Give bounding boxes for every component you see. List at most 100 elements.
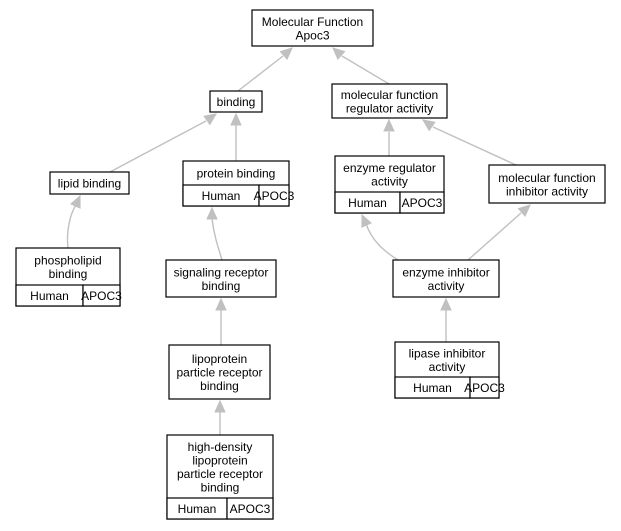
edge-line: [432, 126, 517, 166]
edge-arrowhead: [279, 47, 293, 60]
node-label-line: activity: [428, 279, 465, 293]
species-label: Human: [178, 502, 217, 516]
species-label: Human: [202, 189, 241, 203]
node-label-line: binding: [217, 95, 256, 109]
node-label-line: binding: [202, 279, 241, 293]
edge-arrowhead: [203, 113, 217, 126]
node-box: [392, 259, 500, 298]
node-label-line: activity: [429, 360, 466, 374]
node-label-line: molecular function: [498, 171, 595, 185]
edge-arrowhead: [214, 399, 226, 413]
node-label-line: phospholipid: [34, 253, 101, 267]
node-box: [331, 83, 448, 119]
node-label-line: molecular function: [341, 88, 438, 102]
node-label-line: particle receptor: [176, 366, 262, 380]
edge-lipase_inhibitor-to-enzyme_inhibitor: [440, 297, 452, 342]
node-box: [488, 164, 606, 204]
node-label-line: lipid binding: [58, 177, 121, 191]
gene-label: APOC3: [230, 502, 271, 516]
node-label-line: signaling receptor: [174, 265, 269, 279]
edge-line: [237, 55, 284, 92]
node-label-line: protein binding: [197, 167, 276, 181]
edge-mf_inhibitor-to-mf_regulator: [422, 119, 517, 166]
node-label-line: lipoprotein: [192, 352, 247, 366]
node-binding[interactable]: binding: [209, 90, 263, 113]
species-label: Human: [348, 196, 387, 210]
edge-line: [365, 223, 399, 261]
gene-cell: [399, 191, 445, 214]
edge-arrowhead: [215, 297, 227, 311]
edge-arrowhead: [206, 206, 218, 220]
edge-binding-to-root: [237, 47, 293, 92]
edge-enzyme_inhibitor-to-mf_inhibitor: [467, 204, 531, 261]
node-label-line: binding: [201, 480, 240, 494]
annotation-row: Human APOC3: [182, 184, 295, 207]
annotation-row: Human APOC3: [166, 497, 274, 520]
node-label-line: inhibitor activity: [506, 184, 588, 198]
edge-arrowhead: [230, 112, 242, 126]
edge-signaling_receptor-to-protein_binding: [206, 206, 223, 261]
edge-arrowhead: [332, 47, 346, 60]
gene-label: APOC3: [81, 289, 122, 303]
node-box: [209, 90, 263, 113]
edge-mf_regulator-to-root: [332, 47, 390, 85]
gene-label: APOC3: [464, 381, 505, 395]
edge-arrowhead: [422, 119, 436, 132]
edge-arrowhead: [361, 213, 372, 228]
node-label-line: high-density: [188, 440, 253, 454]
edge-phospholipid_binding-to-lipid_binding: [66, 194, 81, 249]
gene-label: APOC3: [402, 196, 443, 210]
node-label-line: binding: [200, 379, 239, 393]
edge-enzyme_inhibitor-to-enzyme_regulator: [361, 213, 399, 261]
edges-layer: [66, 47, 531, 435]
edge-lipid_binding-to-binding: [109, 113, 217, 173]
node-label-line: regulator activity: [346, 101, 433, 115]
gene-cell: [226, 497, 274, 520]
gene-cell: [469, 376, 500, 399]
node-label-line: particle receptor: [177, 467, 263, 481]
node-box: [49, 171, 130, 195]
node-label-line: Molecular Function: [262, 15, 363, 29]
edge-line: [66, 204, 77, 249]
node-box: [165, 259, 277, 298]
edge-line: [211, 218, 223, 261]
node-box: [251, 9, 374, 47]
edge-arrowhead: [383, 118, 395, 132]
edge-arrowhead: [440, 297, 452, 311]
node-label-line: enzyme regulator: [343, 161, 436, 175]
edge-hdl_receptor-to-lipoprotein_receptor: [214, 399, 226, 435]
node-box: [168, 344, 271, 400]
gene-label: APOC3: [254, 189, 295, 203]
edge-lipoprotein_receptor-to-signaling_receptor: [215, 297, 227, 345]
gene-cell: [82, 284, 121, 307]
edge-line: [341, 55, 390, 85]
edge-arrowhead: [517, 204, 531, 217]
node-label-line: lipase inhibitor: [409, 346, 486, 360]
node-label-line: lipoprotein: [192, 453, 247, 467]
edge-enzyme_regulator-to-mf_regulator: [383, 118, 395, 156]
node-label-line: activity: [371, 174, 408, 188]
node-label-line: Apoc3: [295, 28, 329, 42]
edge-line: [109, 120, 207, 173]
annotation-row: Human APOC3: [334, 191, 445, 214]
edge-protein_binding-to-binding: [230, 112, 242, 161]
edge-line: [467, 212, 522, 261]
node-lipid-binding[interactable]: lipid binding: [49, 171, 130, 195]
gene-cell: [258, 184, 290, 207]
node-label-line: enzyme inhibitor: [402, 265, 489, 279]
